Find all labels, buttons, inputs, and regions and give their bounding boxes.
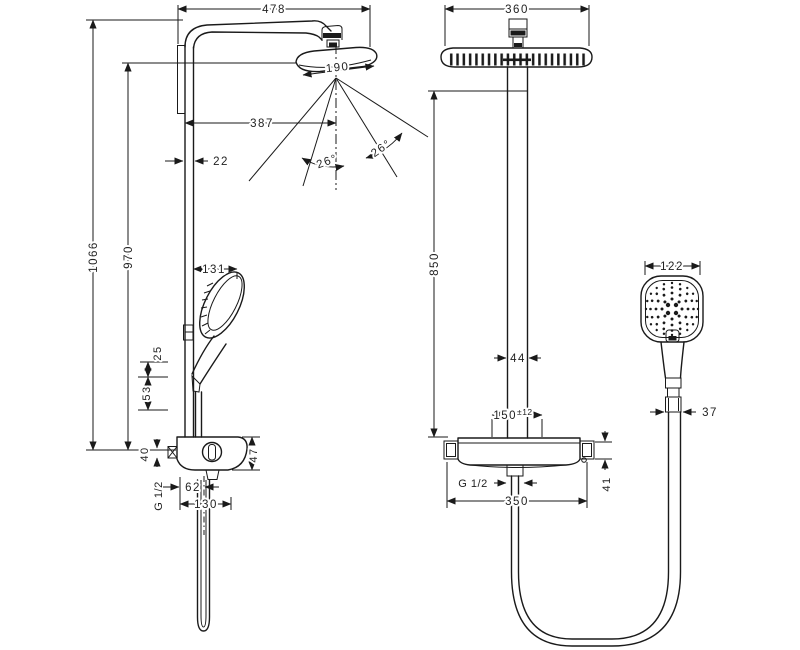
dim-label-150: 150±12 bbox=[493, 407, 532, 422]
dim-label-387: 387 bbox=[250, 118, 274, 130]
hand-shower-front bbox=[640, 275, 704, 413]
hand-shower-side bbox=[191, 271, 245, 438]
dim-label-26-right: 26° bbox=[369, 138, 394, 160]
dim-label-g12-left: G 1/2 bbox=[153, 481, 165, 510]
dim-label-350: 350 bbox=[505, 496, 529, 508]
dim-label-360: 360 bbox=[505, 4, 529, 16]
dim-53: 53 bbox=[138, 376, 168, 411]
hand-shower-hatch bbox=[200, 282, 214, 335]
dim-360: 360 bbox=[444, 2, 590, 46]
spray-cone bbox=[248, 44, 429, 190]
dim-g12-right: G 1/2 bbox=[456, 476, 537, 492]
head-mount bbox=[508, 18, 528, 49]
dim-25: 25 bbox=[138, 343, 168, 378]
thermostat-front bbox=[443, 437, 595, 477]
dim-label-190: 190 bbox=[325, 61, 350, 75]
hose-connector bbox=[665, 377, 682, 413]
dim-label-130: 130 bbox=[194, 499, 218, 511]
dim-label-26-left: 26° bbox=[315, 153, 340, 172]
dim-label-62: 62 bbox=[185, 482, 201, 494]
dim-label-970: 970 bbox=[123, 245, 135, 269]
dim-190: 190 bbox=[302, 59, 375, 78]
dim-22: 22 bbox=[165, 154, 229, 170]
dim-label-44: 44 bbox=[510, 353, 526, 365]
dim-label-g12-right: G 1/2 bbox=[458, 478, 487, 490]
dim-47: 47 bbox=[232, 436, 262, 471]
dim-62: 62 bbox=[163, 477, 219, 510]
dim-label-122: 122 bbox=[660, 261, 684, 273]
wall-plate bbox=[177, 45, 186, 114]
dim-44: 44 bbox=[494, 351, 541, 367]
dim-label-850: 850 bbox=[429, 252, 441, 276]
dim-angle-right: 26° bbox=[367, 136, 396, 162]
dim-label-47: 47 bbox=[248, 447, 260, 462]
dim-label-37: 37 bbox=[702, 407, 718, 419]
dim-150: 150±12 bbox=[491, 405, 543, 437]
dim-387: 387 bbox=[184, 116, 337, 132]
dim-label-22: 22 bbox=[213, 156, 229, 168]
right-front-view: 360 850 44 150±12 122 37 bbox=[427, 2, 718, 647]
spray-face-dots bbox=[644, 281, 700, 337]
handshower-holder bbox=[183, 324, 194, 341]
dim-350: 350 bbox=[446, 462, 588, 510]
arm-ball-joint bbox=[321, 24, 343, 48]
dim-122: 122 bbox=[644, 259, 701, 275]
dim-label-25: 25 bbox=[152, 345, 164, 360]
dim-850: 850 bbox=[427, 90, 507, 438]
left-side-view: 478 1066 970 190 387 22 26° bbox=[86, 2, 429, 632]
dim-label-40: 40 bbox=[139, 446, 151, 461]
dim-label-478: 478 bbox=[262, 4, 286, 16]
shower-pipe-right bbox=[506, 66, 529, 439]
dim-1066: 1066 bbox=[86, 19, 183, 451]
dim-130: 130 bbox=[179, 497, 232, 513]
dim-478: 478 bbox=[177, 2, 371, 47]
dim-label-41: 41 bbox=[601, 476, 613, 491]
dim-label-1066: 1066 bbox=[88, 241, 100, 273]
dim-131: 131 bbox=[193, 262, 238, 279]
dim-g12-left: G 1/2 bbox=[151, 479, 167, 512]
shower-hose-right bbox=[510, 411, 682, 647]
dim-40: 40 bbox=[137, 439, 161, 467]
dim-angle-left: 26° bbox=[313, 151, 342, 174]
dim-label-53: 53 bbox=[141, 385, 153, 400]
thermostat-side bbox=[167, 436, 248, 480]
dim-970: 970 bbox=[121, 62, 296, 451]
shower-arm bbox=[184, 20, 332, 49]
dim-label-131: 131 bbox=[202, 264, 226, 276]
dim-37: 37 bbox=[650, 405, 718, 421]
dim-41: 41 bbox=[595, 431, 615, 494]
overhead-shower-front bbox=[440, 47, 593, 68]
